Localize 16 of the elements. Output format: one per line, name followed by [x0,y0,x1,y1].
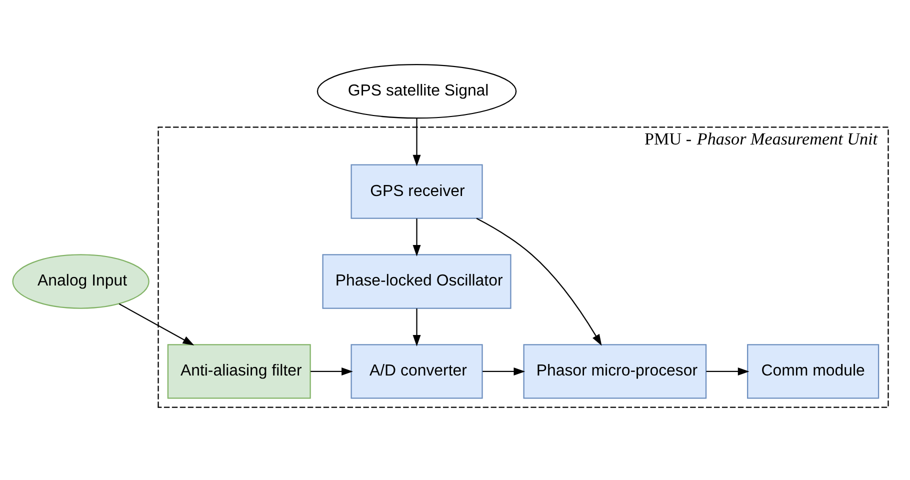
arrow [412,308,421,346]
arrow [476,217,602,346]
node-box: Phase-locked Oscillator [322,254,512,308]
node-ellipse: Analog Input [12,254,150,308]
arrow [310,366,353,375]
node-ellipse: GPS satellite Signal [316,63,517,118]
arrow [118,302,194,345]
node-box: Phasor micro-procesor [523,344,707,398]
node-box: A/D converter [350,344,483,398]
arrow [412,118,421,166]
arrow [482,366,526,375]
node-box: Anti-aliasing filter [167,344,311,398]
node-box: GPS receiver [350,164,483,218]
node-box: Comm module [747,344,880,398]
arrow [412,218,421,256]
arrow [706,366,750,375]
